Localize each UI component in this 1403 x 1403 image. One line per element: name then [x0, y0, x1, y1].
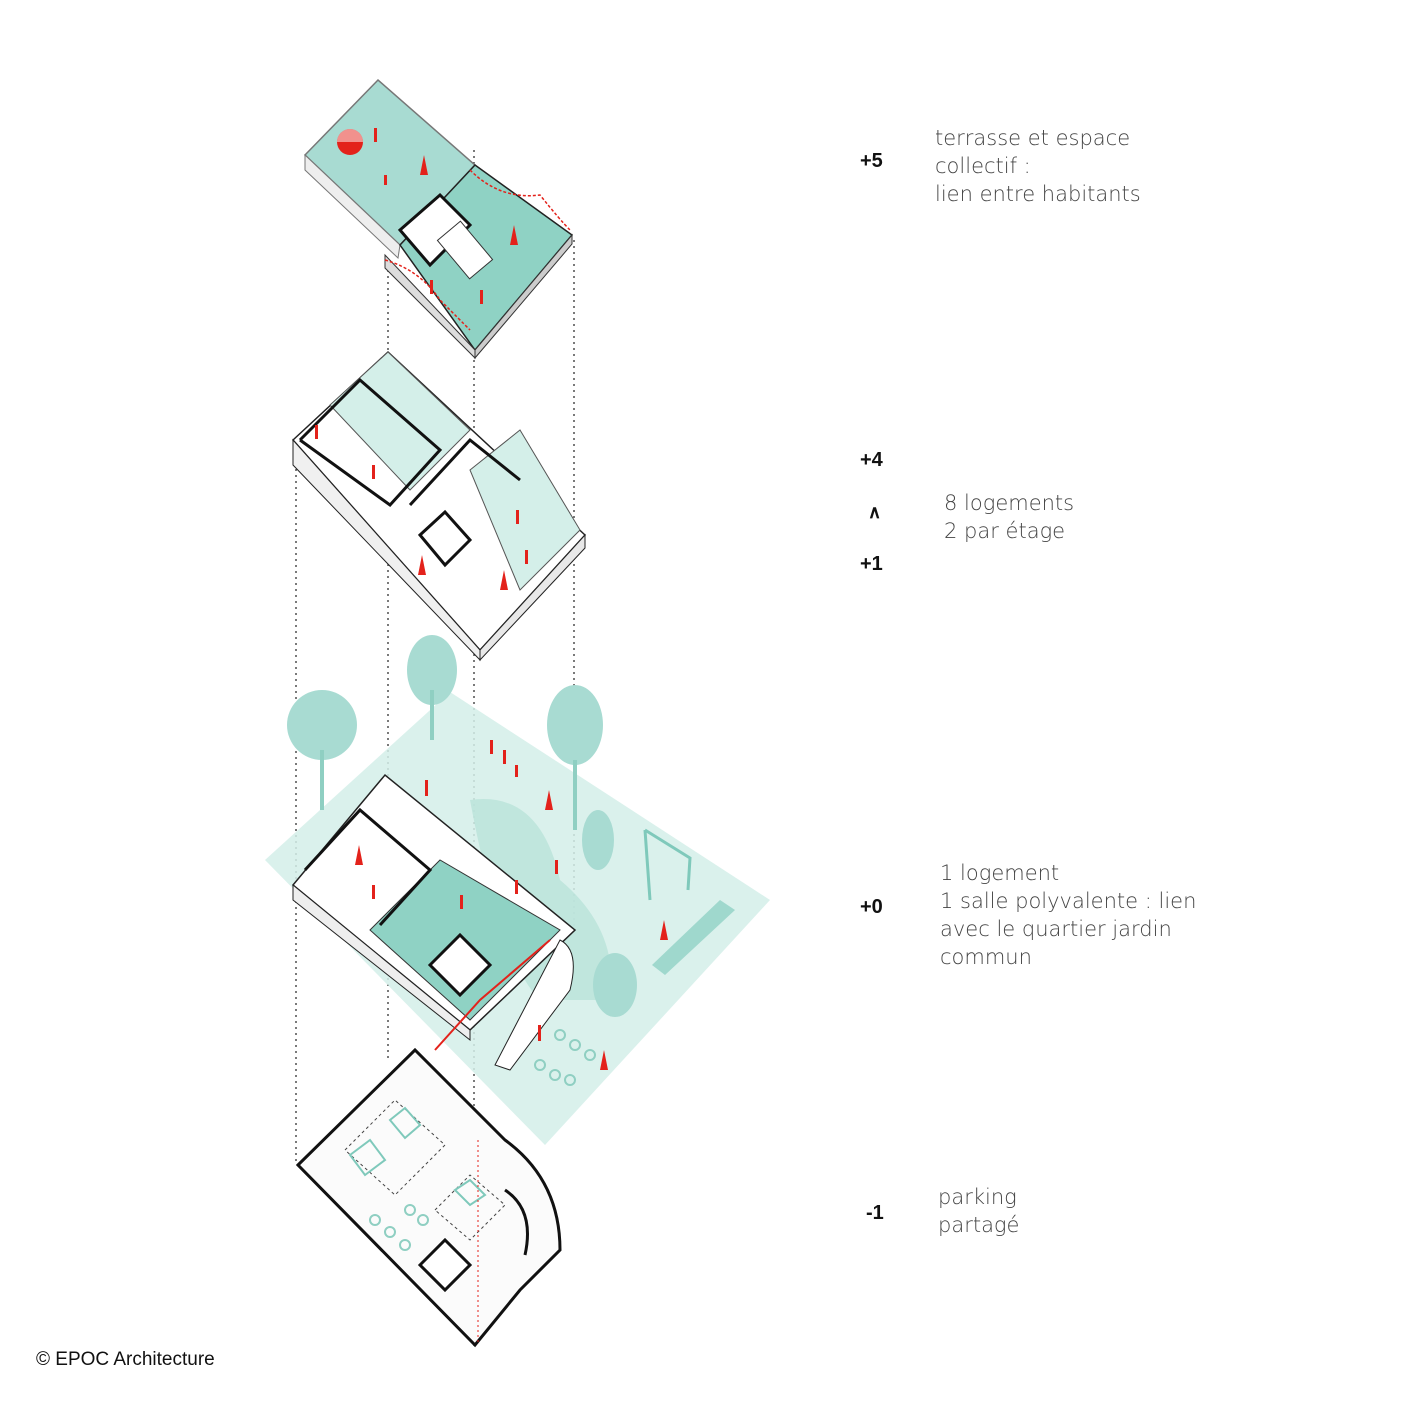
swing-icon	[643, 828, 692, 901]
bicycle-icons	[369, 1204, 429, 1251]
copyright-credit: © EPOC Architecture	[36, 1349, 215, 1370]
car-icon	[453, 1178, 487, 1207]
car-icon	[348, 1138, 387, 1177]
play-court	[652, 900, 735, 975]
level-description-plus5: terrasse et espace collectif : lien entr…	[935, 126, 1141, 206]
floor-minus1-parking	[295, 1047, 562, 1348]
level-label-plus4: +4	[860, 449, 883, 471]
floor-plus5-terrace	[303, 78, 574, 360]
bicycle-icons	[534, 1029, 596, 1086]
tree-icons	[287, 635, 637, 1017]
level-description-0: 1 logement 1 salle polyvalente : lien av…	[940, 861, 1197, 969]
range-arrow-icon: ∧	[868, 502, 882, 522]
level-label-plus1: +1	[860, 553, 883, 575]
access-arrow	[434, 939, 551, 1051]
level-label-0: +0	[860, 896, 883, 918]
level-label-minus1: -1	[866, 1202, 884, 1224]
floors-plus1-to-plus4	[291, 350, 587, 662]
people-icons	[315, 425, 528, 590]
level-description-minus1: parking partagé	[938, 1185, 1020, 1237]
people-icons	[355, 740, 668, 1070]
floor-0-ground-and-garden	[265, 635, 770, 1145]
level-label-plus5: +5	[860, 150, 883, 172]
level-description-plus1-4: 8 logements 2 par étage	[944, 491, 1075, 543]
people-icons	[374, 128, 518, 304]
car-icon	[388, 1106, 422, 1140]
